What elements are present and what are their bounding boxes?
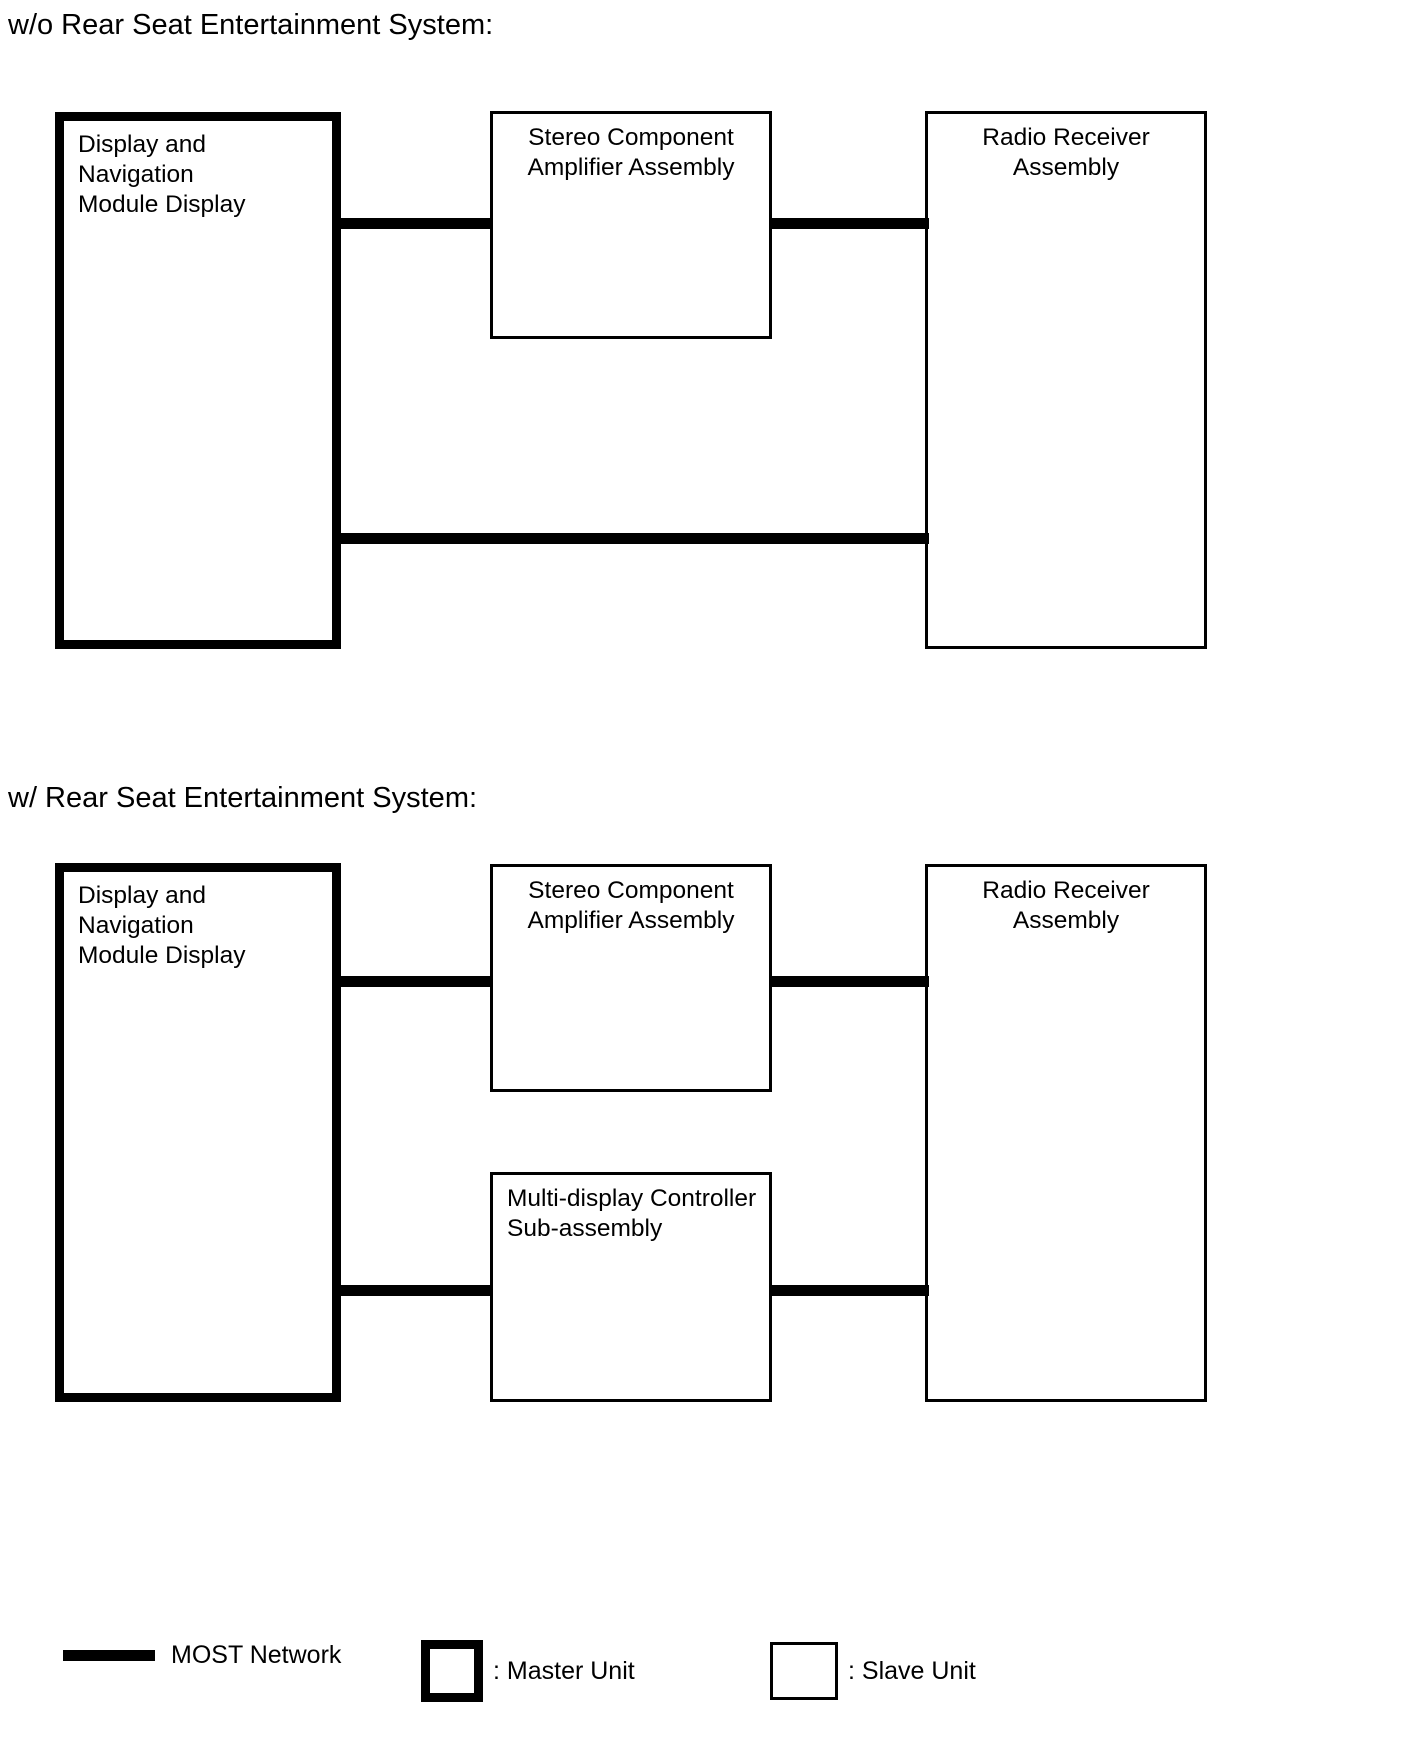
node-stereo-component-amplifier-assembly-2: Stereo Component Amplifier Assembly [490,864,772,1092]
link-most-network-multi-display-controller-to-radio2 [769,1285,929,1296]
link-most-network-dnm-to-amplifier [337,218,493,229]
node-label: Radio Receiver Assembly [982,877,1150,934]
diagram-1-heading: w/o Rear Seat Entertainment System: [8,9,494,41]
node-display-and-navigation-module-display-2: Display and Navigation Module Display [55,863,341,1402]
node-radio-receiver-assembly-2: Radio Receiver Assembly [925,864,1207,1402]
node-stereo-component-amplifier-assembly: Stereo Component Amplifier Assembly [490,111,772,339]
node-label: Display and Navigation Module Display [78,882,246,969]
link-most-network-dnm2-to-amplifier2 [337,976,493,987]
slave-unit-box-icon [770,1642,838,1700]
link-most-network-amplifier2-to-radio2 [769,976,929,987]
legend-item-slave-unit: : Slave Unit [770,1642,976,1700]
node-label: Stereo Component Amplifier Assembly [527,877,735,934]
master-unit-box-icon [421,1640,483,1702]
node-label: Display and Navigation Module Display [78,131,246,218]
node-label: Stereo Component Amplifier Assembly [527,124,735,181]
most-network-line-icon [63,1649,155,1661]
node-label: Multi-display Controller Sub-assembly [507,1185,757,1242]
legend-item-most-network: MOST Network [63,1640,341,1670]
legend-item-master-unit: : Master Unit [421,1640,635,1702]
legend-label: MOST Network [171,1641,342,1669]
diagram-2-heading: w/ Rear Seat Entertainment System: [8,782,478,814]
legend-label: : Slave Unit [848,1657,976,1685]
node-display-and-navigation-module-display: Display and Navigation Module Display [55,112,341,649]
link-most-network-dnm2-to-multi-display-controller [337,1285,493,1296]
node-multi-display-controller-sub-assembly: Multi-display Controller Sub-assembly [490,1172,772,1402]
link-most-network-amplifier-to-radio [769,218,929,229]
node-label: Radio Receiver Assembly [982,124,1150,181]
legend-label: : Master Unit [493,1657,635,1685]
link-most-network-dnm-to-radio [337,533,929,544]
node-radio-receiver-assembly: Radio Receiver Assembly [925,111,1207,649]
